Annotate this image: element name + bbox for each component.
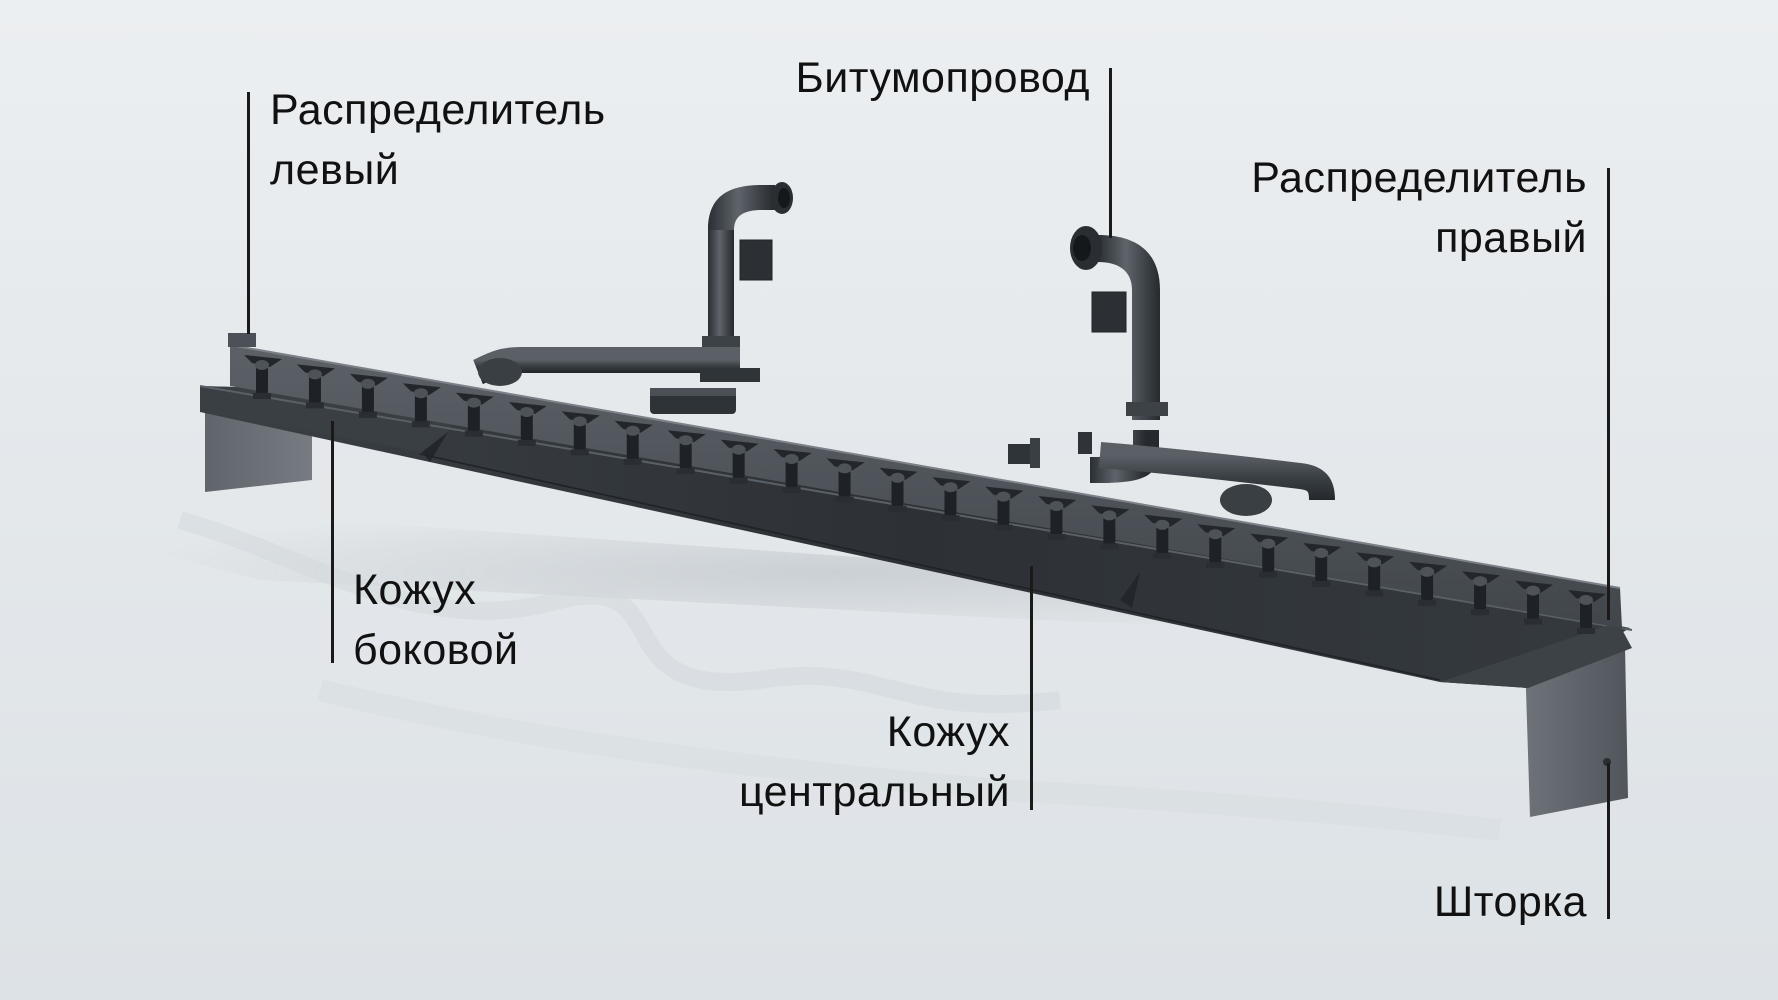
bitumen-pipe-left <box>472 182 793 386</box>
nozzle-unit <box>296 364 335 409</box>
nozzle-unit <box>1356 552 1395 597</box>
label-side-casing-line2: боковой <box>353 626 519 674</box>
nozzle-unit <box>508 402 547 446</box>
nozzle-unit <box>402 383 441 428</box>
nozzle-unit <box>1091 505 1130 550</box>
label-central-casing-line2: центральный <box>739 768 1010 816</box>
nozzle-unit <box>455 392 494 437</box>
leader-left-distributor <box>247 92 250 334</box>
nozzle-unit <box>1568 590 1606 634</box>
nozzle-unit <box>1038 496 1077 540</box>
nozzle-unit <box>1303 543 1342 587</box>
leader-shutter <box>1607 763 1610 919</box>
label-shutter-line1: Шторка <box>1433 878 1587 926</box>
label-bitumen-pipe-line1: Битумопровод <box>795 54 1090 102</box>
leader-right-distributor <box>1607 168 1610 620</box>
nozzle-unit <box>720 439 759 484</box>
label-right-distributor: Распределитель правый <box>1150 148 1587 268</box>
label-left-distributor: Распределитель левый <box>270 80 606 200</box>
nozzle-unit <box>614 420 653 465</box>
nozzle-unit <box>1197 524 1236 569</box>
leader-bitumen-pipe <box>1109 68 1112 238</box>
label-shutter: Шторка <box>1300 872 1587 932</box>
nozzle-unit <box>879 467 918 512</box>
leader-side-casing <box>331 421 334 663</box>
nozzle-unit <box>932 477 971 522</box>
nozzle-unit <box>244 355 282 399</box>
nozzle-unit <box>985 486 1024 531</box>
nozzle-unit <box>667 430 706 475</box>
bitumen-pipe-right <box>1070 226 1335 516</box>
nozzle-unit <box>826 458 865 503</box>
nozzle-row <box>244 355 1606 634</box>
label-right-distributor-line2: правый <box>1435 214 1587 262</box>
nozzle-unit <box>1515 580 1554 625</box>
label-left-distributor-line1: Распределитель <box>270 86 606 134</box>
label-side-casing: Кожух боковой <box>353 560 519 680</box>
label-side-casing-line1: Кожух <box>353 566 477 614</box>
nozzle-unit <box>561 411 600 456</box>
label-central-casing-line1: Кожух <box>886 708 1010 756</box>
nozzle-unit <box>349 373 388 418</box>
label-bitumen-pipe: Битумопровод <box>738 48 1090 108</box>
nozzle-unit <box>1250 533 1289 578</box>
leader-central-casing <box>1030 566 1033 810</box>
label-central-casing: Кожух центральный <box>640 702 1010 822</box>
nozzle-unit <box>1409 561 1448 606</box>
nozzle-unit <box>773 449 812 493</box>
center-pump-block <box>650 388 1040 468</box>
nozzle-unit <box>1144 514 1183 559</box>
label-right-distributor-line1: Распределитель <box>1251 154 1587 202</box>
label-left-distributor-line2: левый <box>270 146 400 194</box>
nozzle-unit <box>1462 571 1501 616</box>
